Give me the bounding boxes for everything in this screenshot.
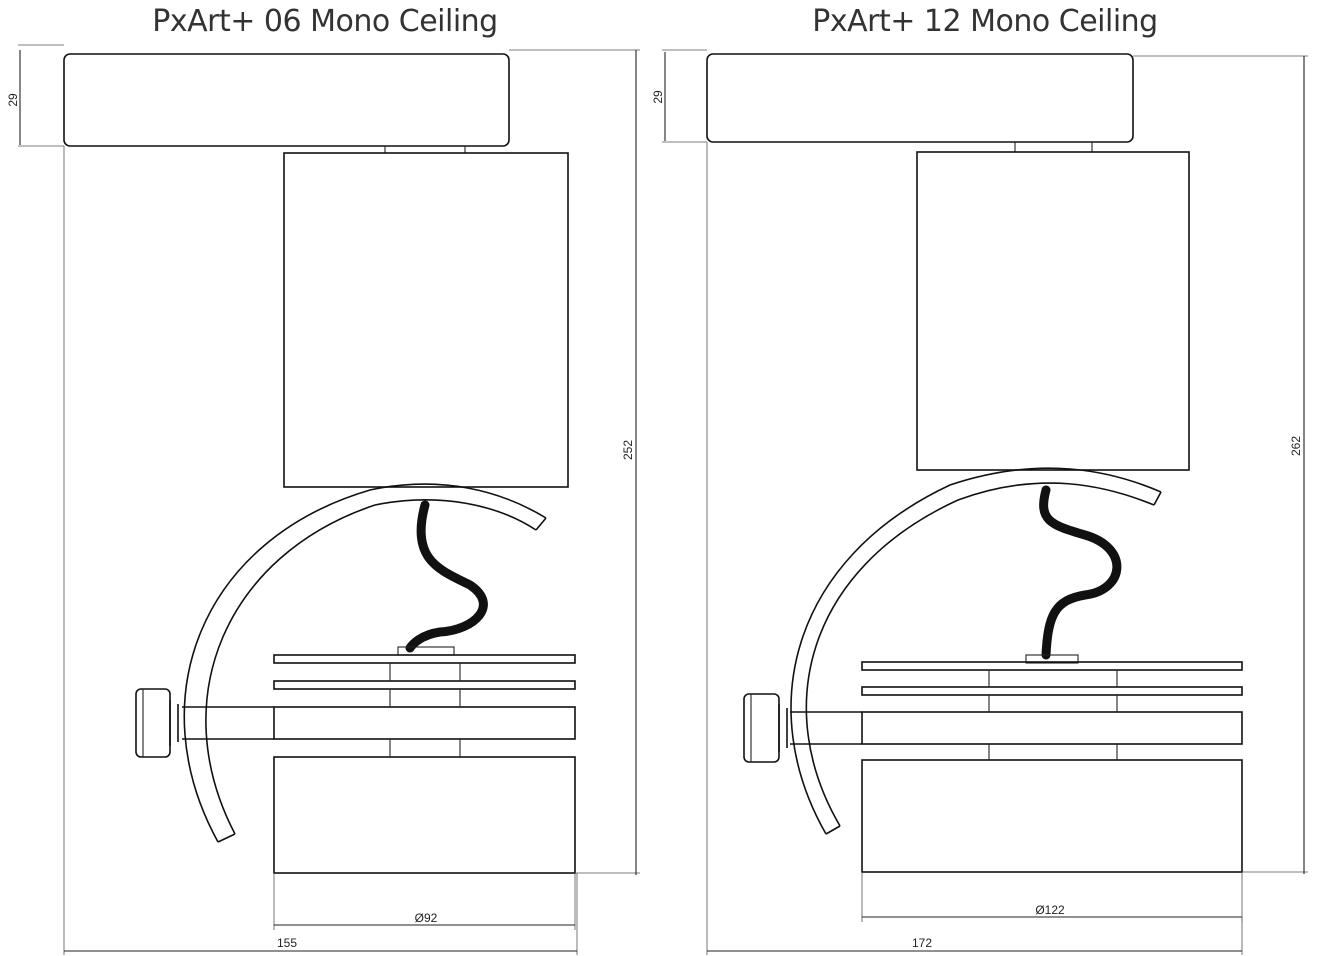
driver-box xyxy=(916,151,1190,471)
dim-total-ext xyxy=(509,49,640,874)
ceiling-canopy xyxy=(706,53,1134,143)
cable-clamp xyxy=(1025,654,1079,664)
fin-spacers xyxy=(988,670,1118,760)
dim-width-ext xyxy=(706,142,1243,955)
pivot-rod xyxy=(182,706,274,740)
dim-dia-label: Ø92 xyxy=(415,911,438,925)
arc-arm-inner xyxy=(805,482,1155,827)
cable xyxy=(405,500,488,653)
arc-arm-ends xyxy=(217,517,547,843)
pivot-collar xyxy=(169,700,179,746)
fin-3 xyxy=(273,706,576,740)
dim-top-label: 29 xyxy=(6,93,20,107)
dim-top-ext xyxy=(662,49,707,143)
fin-3 xyxy=(861,711,1243,745)
dim-top-ext xyxy=(18,44,64,147)
fin-2 xyxy=(861,686,1243,696)
cable xyxy=(1039,485,1122,660)
arc-arm-inner xyxy=(205,499,537,835)
lamp-head xyxy=(273,756,576,874)
drawing-title-left: PxArt+ 06 Mono Ceiling xyxy=(152,4,498,39)
adjust-knob xyxy=(743,693,780,763)
dim-total-label: 252 xyxy=(621,440,635,460)
fin-spacers xyxy=(389,663,461,757)
arc-arm-outer xyxy=(183,483,547,843)
drawing-right: 29 262 Ø122 172 xyxy=(651,49,1308,955)
fin-2 xyxy=(273,680,576,690)
dim-top-label: 29 xyxy=(651,90,665,104)
arc-arm-ends xyxy=(825,491,1162,835)
dim-total-ext xyxy=(1133,55,1308,873)
ceiling-canopy xyxy=(63,53,510,147)
arc-arm-outer xyxy=(790,467,1162,835)
canopy-connector xyxy=(384,146,466,153)
drawing-title-right: PxArt+ 12 Mono Ceiling xyxy=(812,4,1158,39)
fin-1 xyxy=(861,661,1243,671)
dim-dia-ext xyxy=(273,873,576,930)
dim-total-label: 262 xyxy=(1289,436,1303,456)
dim-width-ext xyxy=(63,146,578,955)
canopy-connector xyxy=(1014,142,1093,152)
adjust-knob xyxy=(135,688,171,758)
dim-dia-ext xyxy=(861,872,1243,922)
drawing-left: 29 252 Ø92 155 xyxy=(6,44,640,955)
pivot-collar xyxy=(778,704,788,752)
lamp-head xyxy=(861,759,1243,873)
dim-width-label: 172 xyxy=(912,936,932,950)
pivot-rod xyxy=(790,711,862,745)
dim-dia-label: Ø122 xyxy=(1035,903,1065,917)
driver-box xyxy=(283,152,569,488)
fin-1 xyxy=(273,654,576,664)
dim-width-label: 155 xyxy=(277,936,297,950)
